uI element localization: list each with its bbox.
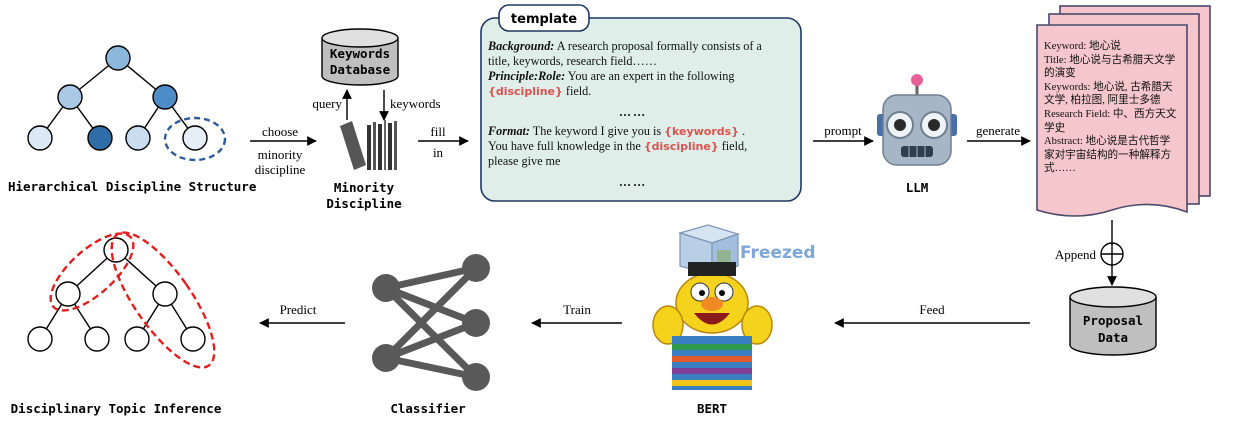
database-label-2: Database [330, 62, 391, 77]
tree-node [182, 125, 208, 151]
knowledge-text: You have full knowledge in the [488, 139, 644, 153]
classifier-title: Classifier [390, 401, 466, 416]
inference-tree [27, 237, 206, 352]
tree-node [55, 281, 81, 307]
format-period: . [739, 124, 746, 138]
tree-node [152, 281, 178, 307]
nn-node [372, 344, 400, 372]
nn-node [372, 274, 400, 302]
template-role: Principle:Role: You are an expert in the… [488, 69, 778, 84]
append-label: Append [1055, 247, 1097, 262]
role-text: You are an expert in the following [565, 69, 735, 83]
doc-abstract: Abstract: 地心说是古代哲学家对宇宙结构的一种解释方式…… [1044, 136, 1172, 175]
database-label-1: Keywords [330, 46, 390, 61]
minority-title-2: Discipline [326, 196, 402, 211]
nn-node [462, 254, 490, 282]
robot-icon [877, 74, 957, 166]
template-ellipsis-2: …… [618, 175, 648, 189]
keywords-tag: {keywords} [664, 125, 740, 138]
generate-label: generate [976, 123, 1020, 138]
freezed-label: Freezed [740, 243, 816, 263]
predict-label: Predict [280, 302, 317, 317]
discipline-tag: {discipline} [488, 85, 563, 98]
tree-node [57, 84, 83, 110]
tree-node [84, 326, 110, 352]
tree-node [180, 326, 206, 352]
prompt-label: prompt [824, 123, 862, 138]
nn-node [462, 309, 490, 337]
classifier-network-icon [383, 264, 479, 381]
nn-node [462, 363, 490, 391]
tree-node [27, 125, 53, 151]
feed-label: Feed [919, 302, 945, 317]
template-please: please give me [488, 154, 561, 168]
bert-title: BERT [697, 401, 727, 416]
tree-node [125, 125, 151, 151]
format-label: Format: [488, 124, 530, 138]
proposal-database: Proposal Data [1069, 286, 1157, 356]
background-text: A research proposal formally consists of… [488, 39, 762, 68]
template-background: Background: A research proposal formally… [488, 39, 778, 69]
proposal-label-2: Data [1098, 330, 1128, 345]
llm-title: LLM [906, 180, 929, 195]
query-label: query [312, 96, 342, 111]
doc-title: Title: 地心说与古希腊天文学的演变 [1044, 54, 1176, 80]
template-tab [498, 4, 590, 32]
template-format: Format: The keyword I give you is {keywo… [488, 124, 778, 139]
doc-keywords: Keywords: 地心说, 古希腊天文学, 柏拉图, 阿里士多德 [1044, 81, 1173, 107]
train-label: Train [563, 302, 591, 317]
keywords-label: keywords [390, 96, 441, 111]
tree-node [152, 84, 178, 110]
proposal-label-1: Proposal [1083, 313, 1143, 328]
predicted-path-ellipse [110, 231, 216, 369]
choose-label-1: choose [262, 124, 298, 139]
generated-document-text: Keyword: 地心说 Title: 地心说与古希腊天文学的演变 Keywor… [1044, 40, 1178, 176]
document-front [1036, 24, 1188, 217]
bert-icon [652, 224, 773, 390]
field-text-2: field, [718, 139, 748, 153]
template-box [480, 17, 802, 202]
template-content: Background: A research proposal formally… [488, 39, 778, 190]
discipline-tag-2: {discipline} [643, 140, 719, 153]
tree-node [87, 125, 113, 151]
tree-node [27, 326, 53, 352]
choose-label-3: discipline [255, 162, 306, 177]
generated-document-stack [1036, 5, 1211, 217]
role-label: Principle:Role: [488, 69, 566, 83]
inference-title: Disciplinary Topic Inference [11, 401, 222, 416]
tree-node [124, 326, 150, 352]
tree-node-root [105, 45, 131, 71]
predicted-path-ellipse [49, 232, 135, 312]
tree-node [103, 237, 129, 263]
template-tab-label: template [511, 12, 577, 27]
template-role-line2: {discipline} field. [488, 84, 778, 99]
format-text: The keyword I give you is [529, 124, 665, 138]
hierarchy-tree [27, 45, 208, 151]
fill-label-1: fill [430, 124, 446, 139]
keywords-database: Keywords Database [321, 28, 399, 86]
hierarchy-title: Hierarchical Discipline Structure [8, 179, 257, 194]
doc-field: Research Field: 中、西方天文学史 [1044, 108, 1177, 134]
template-knowledge: You have full knowledge in the {discipli… [488, 139, 778, 154]
minority-title-1: Minority [334, 180, 395, 195]
background-label: Background: [488, 39, 555, 53]
fill-label-2: in [433, 145, 444, 160]
choose-label-2: minority [258, 147, 303, 162]
doc-keyword: Keyword: 地心说 [1044, 41, 1121, 52]
field-text: field. [562, 84, 592, 98]
minority-highlight-ellipse [163, 116, 227, 162]
template-ellipsis-1: …… [618, 105, 648, 119]
books-icon [340, 120, 397, 170]
